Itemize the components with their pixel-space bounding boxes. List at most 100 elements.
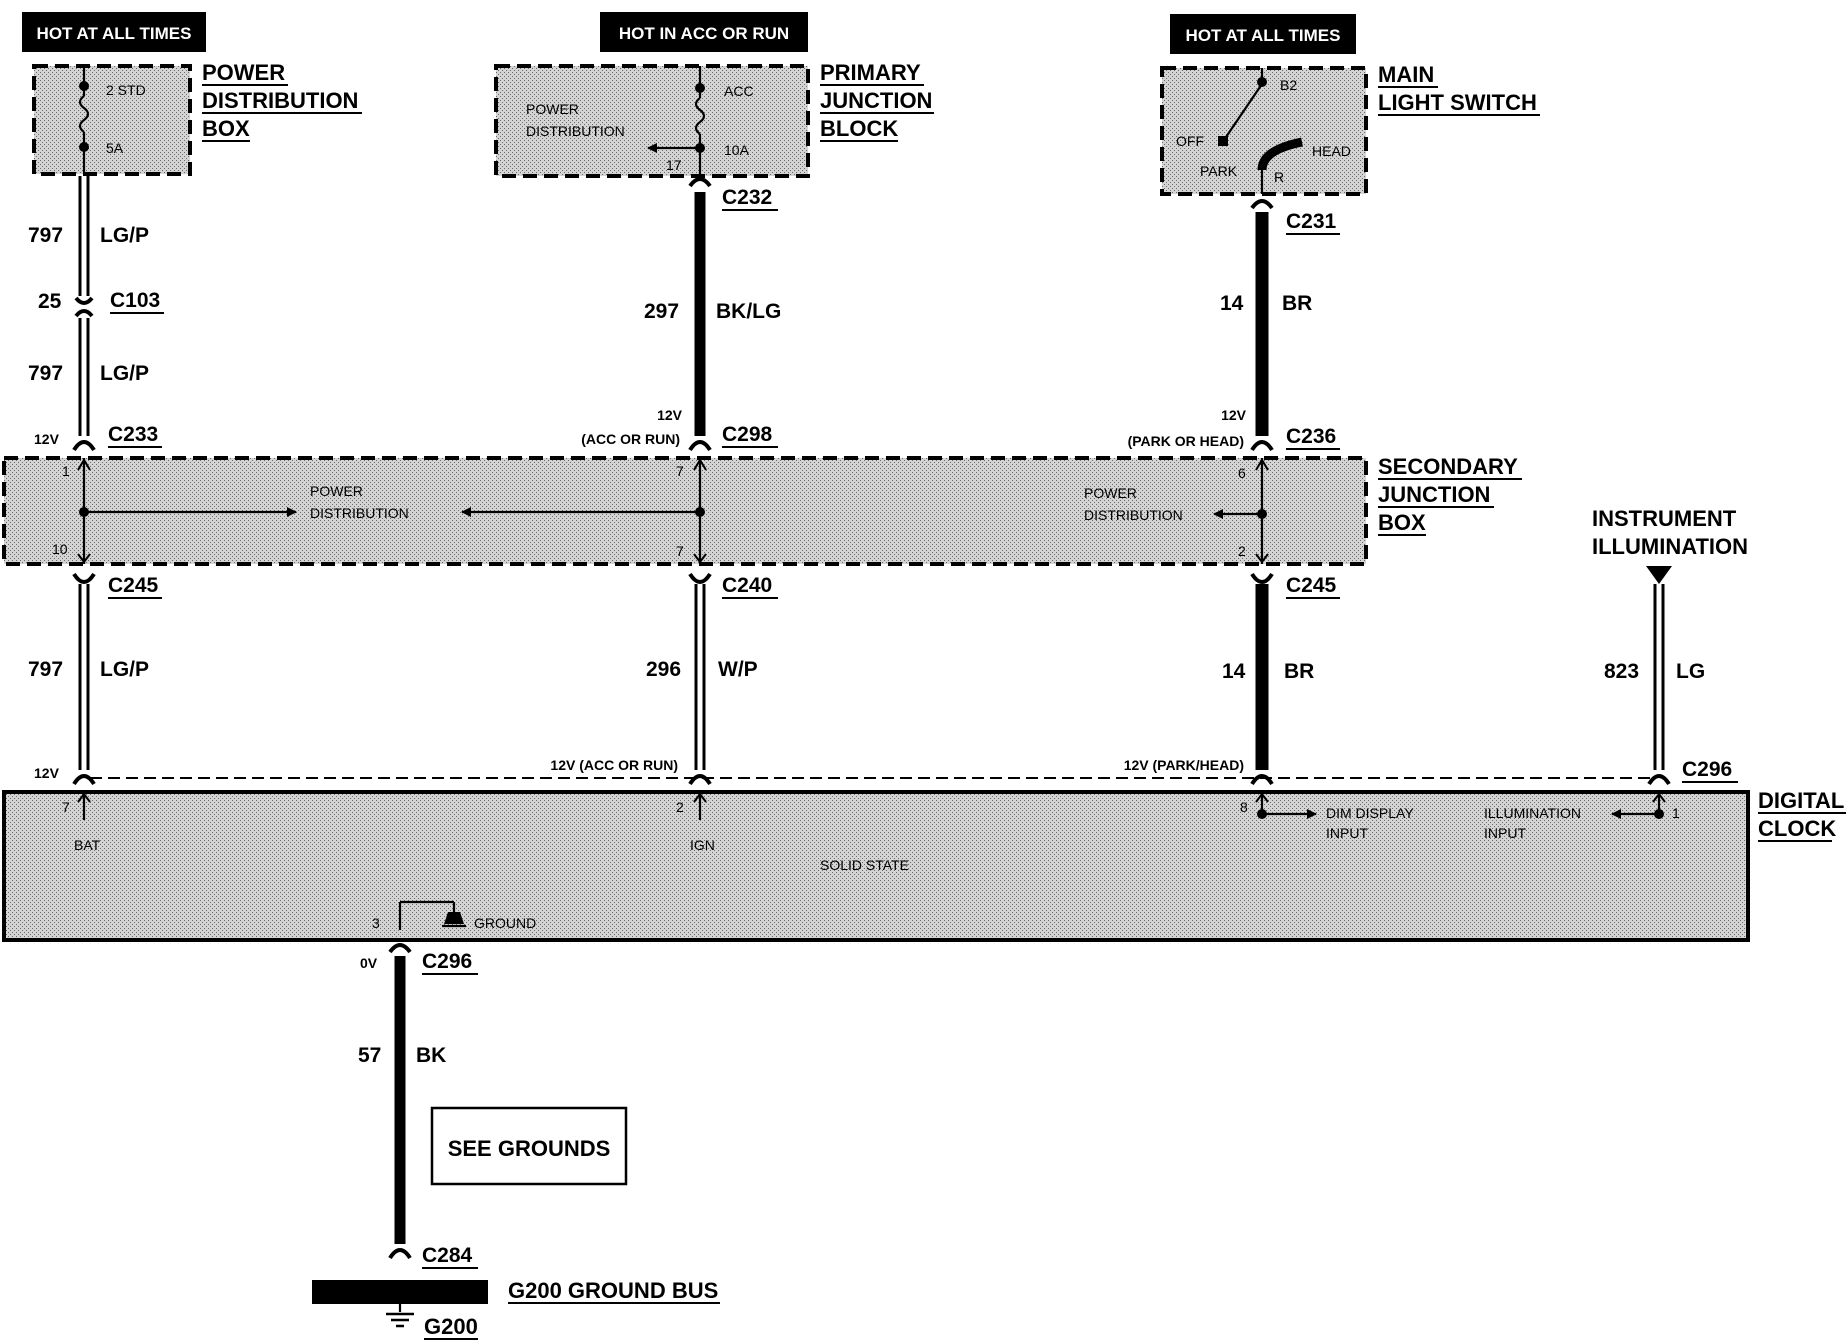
connector-c240: C240 [722, 574, 772, 597]
wire-num-14b: 14 [1222, 660, 1246, 683]
svg-text:SECONDARY: SECONDARY [1378, 454, 1518, 479]
wire-color-797a: LG/P [100, 224, 149, 247]
svg-text:POWER: POWER [1084, 485, 1137, 501]
svg-text:10A: 10A [724, 142, 750, 158]
digital-clock: 7 BAT 2 IGN 8 DIM DISPLAY INPUT 1 ILLUMI… [2, 790, 1750, 942]
secondary-junction-box: 1 10 7 7 6 2 POWER DISTRIBUTION POWER DI… [2, 456, 1368, 566]
wire-296 [688, 572, 712, 786]
svg-text:CLOCK: CLOCK [1758, 816, 1836, 841]
voltage-park-head-c236: (PARK OR HEAD) [1128, 433, 1244, 449]
wire-823 [1647, 584, 1671, 786]
wire-color-14a: BR [1282, 292, 1312, 315]
svg-text:BLOCK: BLOCK [820, 116, 898, 141]
connector-c231: C231 [1286, 210, 1337, 233]
wire-57 [388, 943, 412, 1260]
svg-text:2: 2 [676, 799, 684, 815]
svg-text:POWER: POWER [526, 101, 579, 117]
instrument-illumination-label: INSTRUMENT ILLUMINATION [1592, 506, 1748, 559]
svg-text:OFF: OFF [1176, 133, 1204, 149]
svg-text:ILLUMINATION: ILLUMINATION [1484, 805, 1581, 821]
svg-text:INPUT: INPUT [1484, 825, 1526, 841]
svg-text:IGN: IGN [690, 837, 715, 853]
svg-text:INPUT: INPUT [1326, 825, 1368, 841]
see-grounds-box: SEE GROUNDS [430, 1106, 628, 1186]
wire-797-lower [72, 572, 96, 786]
wire-num-797c: 797 [28, 658, 63, 681]
svg-text:BOX: BOX [202, 116, 250, 141]
wire-num-823: 823 [1604, 660, 1639, 683]
svg-text:6: 6 [1238, 465, 1246, 481]
svg-text:SEE GROUNDS: SEE GROUNDS [448, 1136, 611, 1161]
svg-text:BOX: BOX [1378, 510, 1426, 535]
header-hot-in-acc-or-run: HOT IN ACC OR RUN [600, 12, 808, 52]
voltage-12v-c236: 12V [1221, 407, 1247, 423]
connector-c103: C103 [110, 289, 160, 312]
wire-color-296: W/P [718, 658, 758, 681]
primary-junction-block-label: PRIMARY JUNCTION BLOCK [820, 60, 934, 142]
wire-297 [688, 177, 712, 452]
svg-text:GROUND: GROUND [474, 915, 536, 931]
wire-color-823: LG [1676, 660, 1705, 683]
svg-text:POWER: POWER [310, 483, 363, 499]
voltage-12v-park-head: 12V (PARK/HEAD) [1124, 757, 1244, 773]
svg-text:7: 7 [676, 463, 684, 479]
wire-color-797c: LG/P [100, 658, 149, 681]
voltage-12v-c298: 12V [657, 407, 683, 423]
svg-text:JUNCTION: JUNCTION [1378, 482, 1490, 507]
wire-num-14a: 14 [1220, 292, 1244, 315]
wire-797-upper [74, 176, 94, 305]
svg-text:DIM DISPLAY: DIM DISPLAY [1326, 805, 1414, 821]
power-distribution-box: 2 STD 5A [32, 64, 192, 176]
svg-text:SOLID STATE: SOLID STATE [820, 857, 909, 873]
svg-text:PARK: PARK [1200, 163, 1238, 179]
wire-14-lower [1250, 572, 1274, 786]
svg-text:MAIN: MAIN [1378, 62, 1434, 87]
svg-text:17: 17 [666, 157, 682, 173]
g200-ground-bus-label: G200 GROUND BUS [508, 1278, 718, 1303]
main-light-switch: B2 OFF PARK HEAD R [1160, 66, 1368, 196]
g200-label: G200 [424, 1314, 478, 1339]
connector-c245a: C245 [108, 574, 159, 597]
svg-text:DISTRIBUTION: DISTRIBUTION [202, 88, 358, 113]
wire-color-14b: BR [1284, 660, 1314, 683]
wire-797-middle [72, 309, 96, 452]
wire-num-25: 25 [38, 290, 62, 313]
wire-num-57: 57 [358, 1044, 381, 1067]
wire-color-797b: LG/P [100, 362, 149, 385]
digital-clock-label: DIGITAL CLOCK [1758, 788, 1846, 842]
power-distribution-box-label: POWER DISTRIBUTION BOX [202, 60, 362, 142]
svg-text:1: 1 [1672, 805, 1680, 821]
wire-color-57: BK [416, 1044, 446, 1067]
wire-14-upper [1250, 199, 1274, 452]
svg-text:ILLUMINATION: ILLUMINATION [1592, 534, 1748, 559]
voltage-12v-acc-run: 12V (ACC OR RUN) [550, 757, 678, 773]
connector-c245b: C245 [1286, 574, 1337, 597]
svg-text:7: 7 [676, 543, 684, 559]
svg-text:8: 8 [1240, 799, 1248, 815]
secondary-junction-box-label: SECONDARY JUNCTION BOX [1378, 454, 1522, 536]
svg-text:3: 3 [372, 915, 380, 931]
svg-text:DISTRIBUTION: DISTRIBUTION [1084, 507, 1183, 523]
wire-color-297: BK/LG [716, 300, 781, 323]
svg-text:DIGITAL: DIGITAL [1758, 788, 1844, 813]
wire-num-297: 297 [644, 300, 679, 323]
svg-text:2 STD: 2 STD [106, 82, 146, 98]
header-hot-at-all-times-2: HOT AT ALL TIMES [1170, 14, 1356, 54]
header-hot-at-all-times-1: HOT AT ALL TIMES [22, 12, 206, 52]
svg-text:BAT: BAT [74, 837, 101, 853]
svg-text:HOT AT ALL TIMES: HOT AT ALL TIMES [1186, 26, 1341, 45]
connector-c298: C298 [722, 423, 773, 446]
connector-c232: C232 [722, 186, 772, 209]
svg-text:ACC: ACC [724, 83, 754, 99]
voltage-12v-c233: 12V [34, 431, 60, 447]
connector-c284: C284 [422, 1244, 473, 1267]
svg-text:B2: B2 [1280, 77, 1297, 93]
g200-ground-bus [312, 1280, 488, 1328]
main-light-switch-label: MAIN LIGHT SWITCH [1378, 62, 1540, 116]
svg-text:DISTRIBUTION: DISTRIBUTION [526, 123, 625, 139]
svg-text:HOT AT ALL TIMES: HOT AT ALL TIMES [37, 24, 192, 43]
voltage-acc-run-c298: (ACC OR RUN) [581, 431, 680, 447]
svg-text:2: 2 [1238, 543, 1246, 559]
wire-num-296: 296 [646, 658, 681, 681]
